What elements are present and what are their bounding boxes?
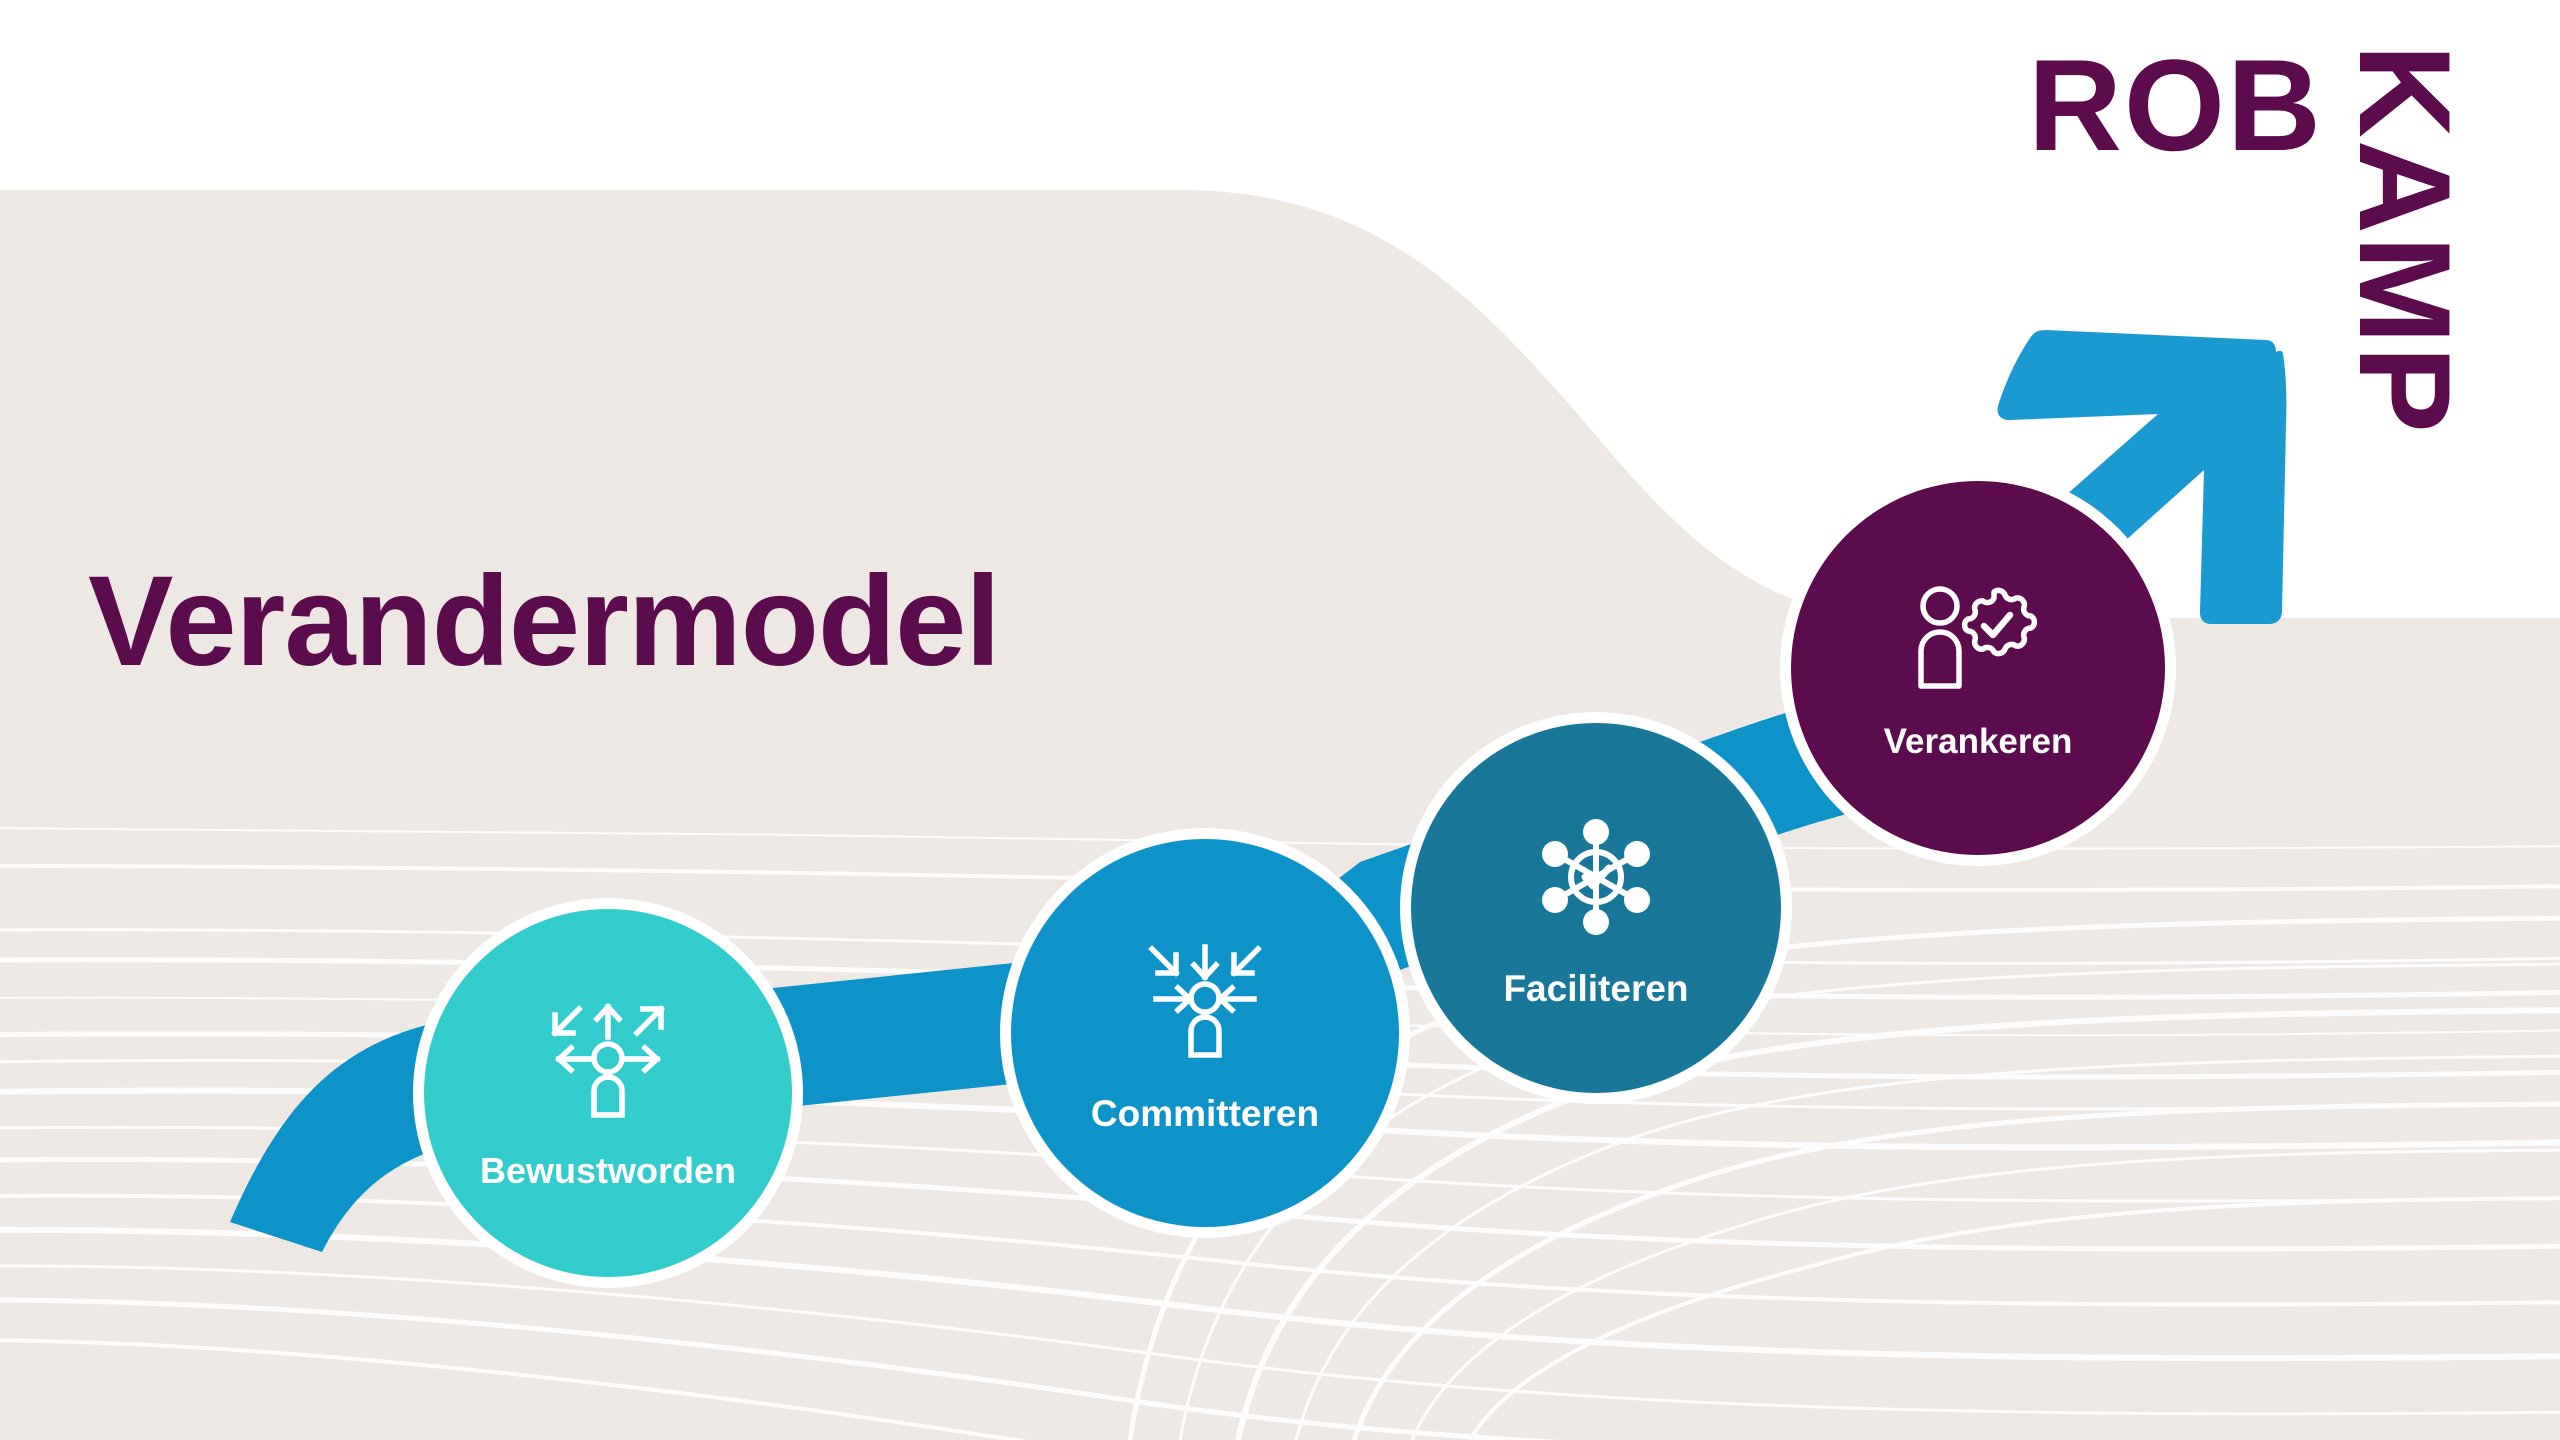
step-disc: [1011, 839, 1399, 1227]
person-arrows-outward-icon: [551, 1002, 665, 1118]
process-step-committeren[interactable]: Committeren: [1000, 828, 1410, 1238]
logo-text-kamp: KAMP: [2332, 44, 2478, 435]
step-disc: [424, 909, 792, 1277]
person-arrows-inward-icon: [1148, 943, 1262, 1058]
network-hub-check-icon: [1542, 818, 1650, 935]
process-step-bewustworden[interactable]: Bewustworden: [413, 898, 803, 1288]
person-gear-check-icon: [1918, 585, 2038, 689]
step-label: Bewustworden: [479, 1150, 737, 1191]
step-disc: [1791, 481, 2165, 855]
page-title: Verandermodel: [88, 550, 1001, 693]
process-step-verankeren[interactable]: Verankeren: [1780, 470, 2176, 866]
logo-text-rob: ROB: [2028, 32, 2323, 178]
brand-logo: ROB KAMP: [2028, 40, 2528, 560]
step-label: Committeren: [1090, 1092, 1320, 1134]
step-label: Verankeren: [1883, 721, 2073, 761]
process-step-faciliteren[interactable]: Faciliteren: [1400, 712, 1792, 1104]
step-label: Faciliteren: [1503, 967, 1689, 1009]
